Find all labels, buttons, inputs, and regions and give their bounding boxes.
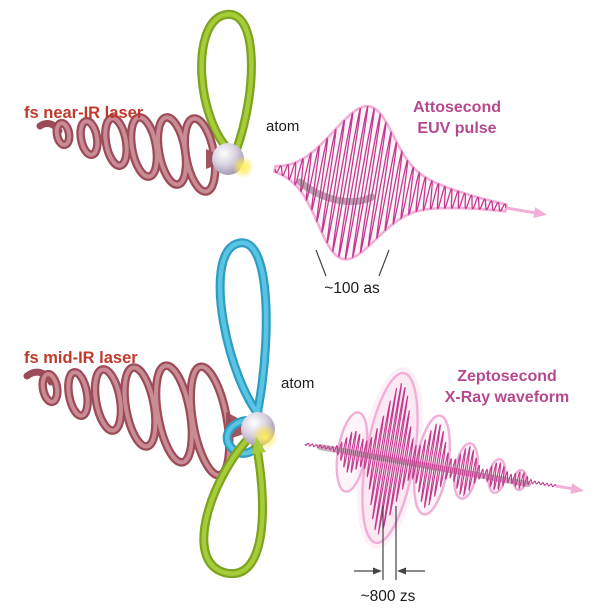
laser-coil-highlight [40, 372, 60, 404]
xray-carrier [304, 383, 557, 535]
panel-zeptosecond: fs mid-IR laser atom Zeptosecond X-Ray w… [23, 238, 584, 605]
near-ir-laser-spiral [36, 113, 231, 196]
label-attosecond: Attosecond [413, 99, 501, 116]
trajectory-arrowhead-icon [252, 437, 266, 454]
euv-arrow-icon [533, 207, 547, 218]
label-near-ir-laser: fs near-IR laser [24, 104, 144, 122]
zeptosecond-xray-waveform [304, 367, 584, 549]
label-atom-bottom: atom [281, 375, 314, 392]
euv-carrier [274, 106, 507, 260]
electron-trajectory-loop-bottom [199, 238, 271, 578]
recollision-wisp-top [296, 178, 376, 206]
laser-coil-highlight [103, 116, 129, 168]
label-800zs: ~800 zs [361, 588, 416, 605]
label-euv-pulse: EUV pulse [417, 120, 496, 137]
laser-coil-highlight [54, 121, 72, 147]
duration-measurement-bottom: ~800 zs [354, 506, 425, 605]
loop-green-bottom [201, 432, 265, 576]
label-100as: ~100 as [324, 280, 380, 297]
label-atom-top: atom [266, 118, 299, 135]
loop-green-top [199, 12, 254, 157]
label-mid-ir-laser: fs mid-IR laser [24, 349, 138, 367]
bracket-line-right [378, 249, 390, 277]
laser-coil-highlight [93, 367, 123, 433]
mid-ir-laser-spiral [23, 361, 259, 480]
label-zeptosecond: Zeptosecond [457, 368, 557, 385]
bracket-line-left [315, 249, 327, 277]
label-xray-waveform: X-Ray waveform [445, 389, 570, 406]
laser-coil-highlight [66, 370, 90, 418]
atom-emission-glow-top [232, 156, 254, 178]
laser-coil-highlight [129, 115, 159, 179]
arrowhead-left-icon [397, 567, 406, 575]
xray-arrow-icon [570, 483, 584, 494]
arrowhead-right-icon [373, 567, 382, 575]
electron-trajectory-loop-top [197, 9, 256, 159]
xray-propagation-line [555, 484, 573, 491]
panel-attosecond: fs near-IR laser atom Attosecond EUV pul… [24, 9, 547, 297]
attosecond-euv-pulse [273, 104, 547, 261]
loop-blue-big [217, 240, 269, 426]
laser-coil-highlight [122, 365, 158, 449]
euv-propagation-line [505, 206, 536, 215]
duration-measurement-top: ~100 as [315, 249, 390, 297]
laser-coil-highlight [78, 119, 100, 157]
